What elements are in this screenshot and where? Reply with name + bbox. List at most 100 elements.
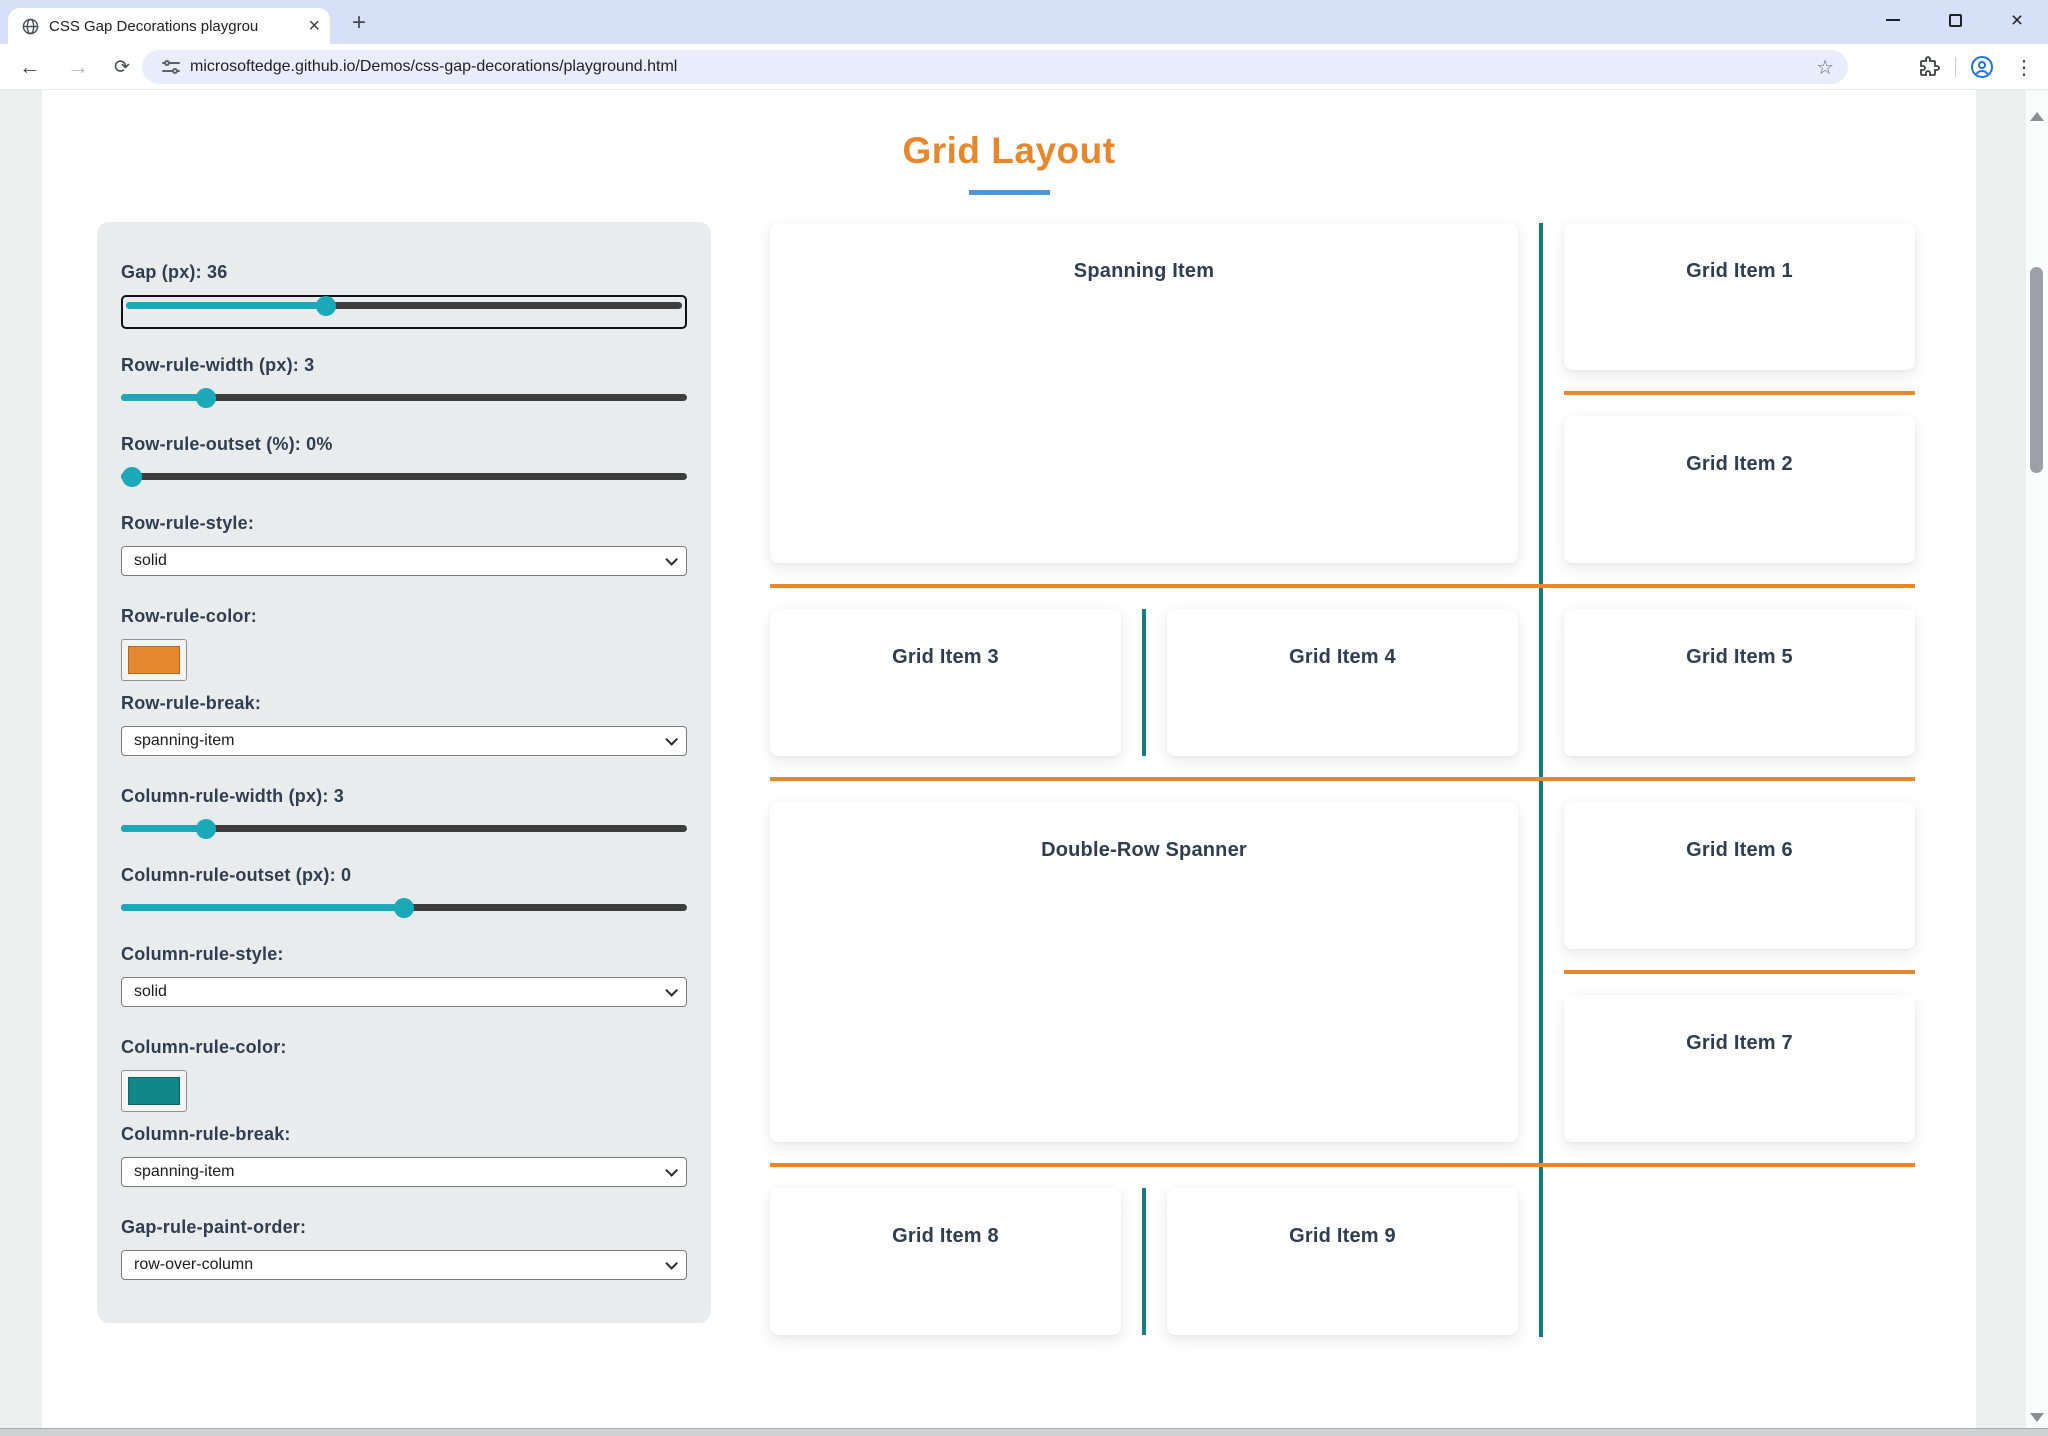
control-row-rule-width: Row-rule-width (px): 3: [121, 355, 687, 408]
control-column-rule-style: Column-rule-style: solid: [121, 944, 687, 1007]
control-column-rule-width: Column-rule-width (px): 3: [121, 786, 687, 839]
column-rule-outset-slider[interactable]: [121, 897, 687, 918]
tab-strip: CSS Gap Decorations playgroun × + ×: [0, 0, 2048, 44]
refresh-button[interactable]: ⟳: [114, 56, 130, 78]
maximize-button[interactable]: [1924, 0, 1986, 40]
globe-favicon-icon: [22, 18, 39, 34]
column-rule-color-label: Column-rule-color:: [121, 1037, 287, 1057]
row-rule-color-label: Row-rule-color:: [121, 606, 257, 626]
row-rule-outset-label: Row-rule-outset (%): 0%: [121, 434, 333, 454]
page-title: Grid Layout: [902, 130, 1116, 171]
tab-close-icon[interactable]: ×: [308, 15, 320, 37]
select-value: spanning-item: [134, 732, 235, 749]
control-column-rule-outset: Column-rule-outset (px): 0: [121, 865, 687, 918]
column-rule-break-select[interactable]: spanning-item: [121, 1157, 687, 1187]
vertical-scrollbar[interactable]: [2026, 90, 2048, 1428]
slider-thumb[interactable]: [122, 466, 143, 487]
bookmark-star-icon[interactable]: ☆: [1816, 56, 1834, 79]
column-rule-width-slider[interactable]: [121, 818, 687, 839]
row-rule-col3-rows1-2: [1564, 391, 1915, 395]
slider-thumb[interactable]: [195, 387, 216, 408]
grid-item-9: Grid Item 9: [1167, 1188, 1518, 1335]
row-rule-style-label: Row-rule-style:: [121, 513, 255, 533]
tab-title: CSS Gap Decorations playgroun: [49, 17, 259, 35]
control-row-rule-break: Row-rule-break: spanning-item: [121, 693, 687, 756]
control-row-rule-outset: Row-rule-outset (%): 0%: [121, 434, 687, 487]
select-value: solid: [134, 552, 167, 569]
close-button[interactable]: ×: [1986, 0, 2048, 40]
row-rule-break-label: Row-rule-break:: [121, 693, 262, 713]
row-rule-full-rows2-3: [770, 584, 1915, 588]
column-rule-style-label: Column-rule-style:: [121, 944, 284, 964]
row-rule-width-label: Row-rule-width (px): 3: [121, 355, 315, 375]
menu-kebab-icon[interactable]: ⋮: [2014, 56, 2034, 79]
row-rule-width-slider[interactable]: [121, 387, 687, 408]
chevron-down-icon: [665, 1163, 678, 1177]
scrollbar-thumb[interactable]: [2030, 267, 2043, 473]
forward-button[interactable]: →: [67, 54, 89, 79]
column-rule-break-label: Column-rule-break:: [121, 1124, 291, 1144]
control-column-rule-color: Column-rule-color:: [121, 1037, 687, 1112]
column-rule-row3: [1142, 609, 1146, 756]
gap-slider[interactable]: [126, 295, 682, 322]
column-rule-outset-label: Column-rule-outset (px): 0: [121, 865, 352, 885]
grid-item-spanning: Spanning Item: [770, 223, 1518, 563]
gap-slider-label: Gap (px): 36: [121, 262, 228, 282]
grid-item-3: Grid Item 3: [770, 609, 1121, 756]
row-rule-outset-slider[interactable]: [121, 466, 687, 487]
window-controls: ×: [1862, 0, 2048, 40]
title-underline: [968, 190, 1050, 195]
control-row-rule-style: Row-rule-style: solid: [121, 513, 687, 576]
gap-rule-paint-order-select[interactable]: row-over-column: [121, 1250, 687, 1280]
extensions-icon[interactable]: [1917, 55, 1941, 79]
slider-thumb[interactable]: [394, 897, 414, 918]
close-icon: ×: [2010, 8, 2024, 32]
row-rule-color-picker[interactable]: [121, 639, 187, 681]
browser-toolbar: ← → ⟳ microsoftedge.github.io/Demos/css-…: [0, 44, 2048, 90]
page-content: Grid Layout Gap (px): 36 Row-rule-width …: [42, 90, 1976, 1428]
control-row-rule-color: Row-rule-color:: [121, 606, 687, 681]
control-gap: Gap (px): 36: [121, 262, 687, 329]
toolbar-divider: [1955, 57, 1956, 77]
column-rule-color-picker[interactable]: [121, 1070, 187, 1112]
row-rule-break-select[interactable]: spanning-item: [121, 726, 687, 756]
control-column-rule-break: Column-rule-break: spanning-item: [121, 1124, 687, 1187]
column-rule-style-select[interactable]: solid: [121, 977, 687, 1007]
chevron-down-icon: [665, 1256, 678, 1270]
row-rule-full-rows5-6: [770, 1163, 1915, 1167]
profile-avatar-icon[interactable]: [1970, 55, 1994, 79]
gap-rule-paint-order-label: Gap-rule-paint-order:: [121, 1217, 307, 1237]
horizontal-scrollbar[interactable]: [0, 1428, 2048, 1436]
chevron-down-icon: [665, 983, 678, 997]
scrollbar-down-arrow[interactable]: [2030, 1413, 2044, 1422]
row-rule-col3-rows4-5: [1564, 970, 1915, 974]
column-rule-width-label: Column-rule-width (px): 3: [121, 786, 344, 806]
page-background: Grid Layout Gap (px): 36 Row-rule-width …: [0, 90, 2048, 1436]
slider-thumb[interactable]: [316, 295, 337, 316]
slider-thumb[interactable]: [195, 818, 216, 839]
grid-item-6: Grid Item 6: [1564, 802, 1915, 949]
select-value: row-over-column: [134, 1256, 254, 1273]
chevron-down-icon: [665, 732, 678, 746]
grid-item-5: Grid Item 5: [1564, 609, 1915, 756]
browser-tab[interactable]: CSS Gap Decorations playgroun ×: [8, 8, 330, 44]
color-swatch: [128, 1077, 180, 1105]
grid-item-4: Grid Item 4: [1167, 609, 1518, 756]
site-info-icon[interactable]: [162, 60, 180, 74]
select-value: solid: [134, 983, 167, 1000]
grid-item-double-row-spanner: Double-Row Spanner: [770, 802, 1518, 1142]
back-button[interactable]: ←: [19, 54, 41, 79]
url-bar[interactable]: microsoftedge.github.io/Demos/css-gap-de…: [142, 50, 1848, 84]
row-rule-full-rows3-4: [770, 777, 1915, 781]
grid-item-8: Grid Item 8: [770, 1188, 1121, 1335]
select-value: spanning-item: [134, 1163, 235, 1180]
demo-grid: Spanning Item Grid Item 1 Grid Item 2 Gr…: [770, 223, 1915, 1337]
scrollbar-up-arrow[interactable]: [2030, 112, 2044, 121]
grid-item-7: Grid Item 7: [1564, 995, 1915, 1142]
chevron-down-icon: [665, 552, 678, 566]
grid-item-2: Grid Item 2: [1564, 416, 1915, 563]
row-rule-style-select[interactable]: solid: [121, 546, 687, 576]
minimize-button[interactable]: [1862, 0, 1924, 40]
new-tab-button[interactable]: +: [351, 9, 366, 36]
grid-item-1: Grid Item 1: [1564, 223, 1915, 370]
